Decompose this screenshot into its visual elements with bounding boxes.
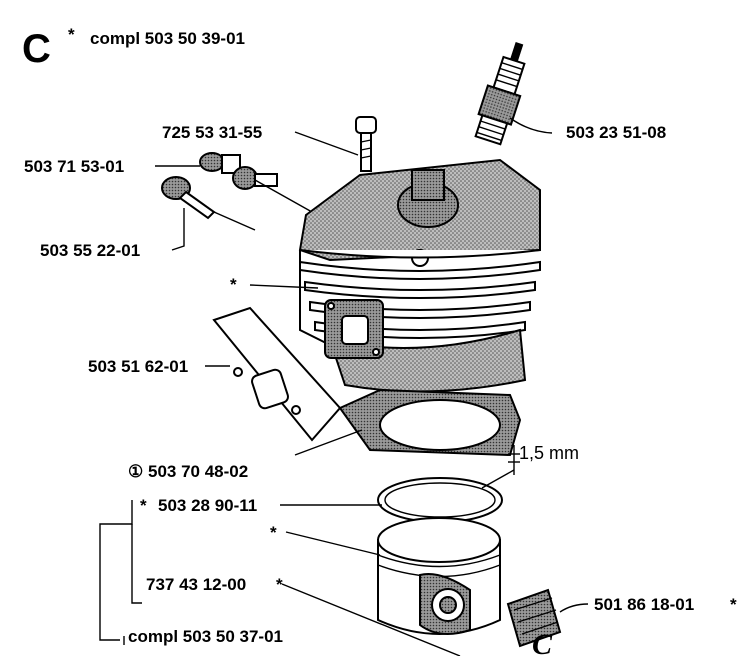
cylinder-icon — [298, 158, 541, 393]
base-gasket-leader — [294, 429, 363, 456]
piston-marker: * — [270, 523, 277, 542]
piston-ring-marker: * — [140, 496, 147, 515]
bolt-leader — [294, 131, 359, 156]
base-gasket-label: ① 503 70 48-02 — [128, 462, 248, 481]
fitting-lower-label: 503 55 22-01 — [40, 241, 140, 260]
piston-icon — [377, 517, 501, 635]
gasket-plate-label: 503 51 62-01 — [88, 357, 188, 376]
cylinder-marker: * — [230, 275, 237, 294]
circlip-icon: C — [532, 628, 553, 656]
fitting-upper-icon — [199, 152, 278, 190]
bolt-label: 725 53 31-55 — [162, 123, 262, 142]
thickness-label: 1,5 mm — [519, 443, 579, 463]
piston-ring-icon — [377, 477, 503, 523]
spark-plug-leader — [509, 117, 553, 134]
base-gasket-icon — [338, 388, 522, 457]
bolt-icon — [355, 116, 377, 172]
piston-leader — [285, 531, 381, 556]
piston-pin-marker: * — [276, 575, 283, 594]
needle-bearing-leader — [559, 603, 589, 613]
compl-cylinder-label: compl 503 50 39-01 — [90, 29, 245, 48]
gasket-plate-icon — [212, 306, 342, 442]
piston-pin-label: 737 43 12-00 — [146, 575, 246, 594]
needle-bearing-marker: * — [730, 595, 737, 614]
section-letter: C — [22, 27, 51, 71]
needle-bearing-icon — [506, 588, 562, 648]
piston-kit-label: compl 503 50 37-01 — [128, 627, 283, 646]
piston-pin-leader — [281, 583, 461, 656]
piston-ring-label: 503 28 90-11 — [158, 496, 257, 515]
fitting-lower-leader — [171, 208, 185, 251]
piston-kit-bracket — [99, 500, 142, 645]
needle-bearing-label: 501 86 18-01 — [594, 595, 694, 614]
cylinder-leader — [249, 284, 319, 289]
fitting-lower-icon — [161, 176, 216, 220]
header-asterisk: * — [68, 25, 75, 44]
spark-plug-label: 503 23 51-08 — [566, 123, 666, 142]
spark-plug-icon — [474, 42, 526, 146]
fitting-upper-label: 503 71 53-01 — [24, 157, 124, 176]
